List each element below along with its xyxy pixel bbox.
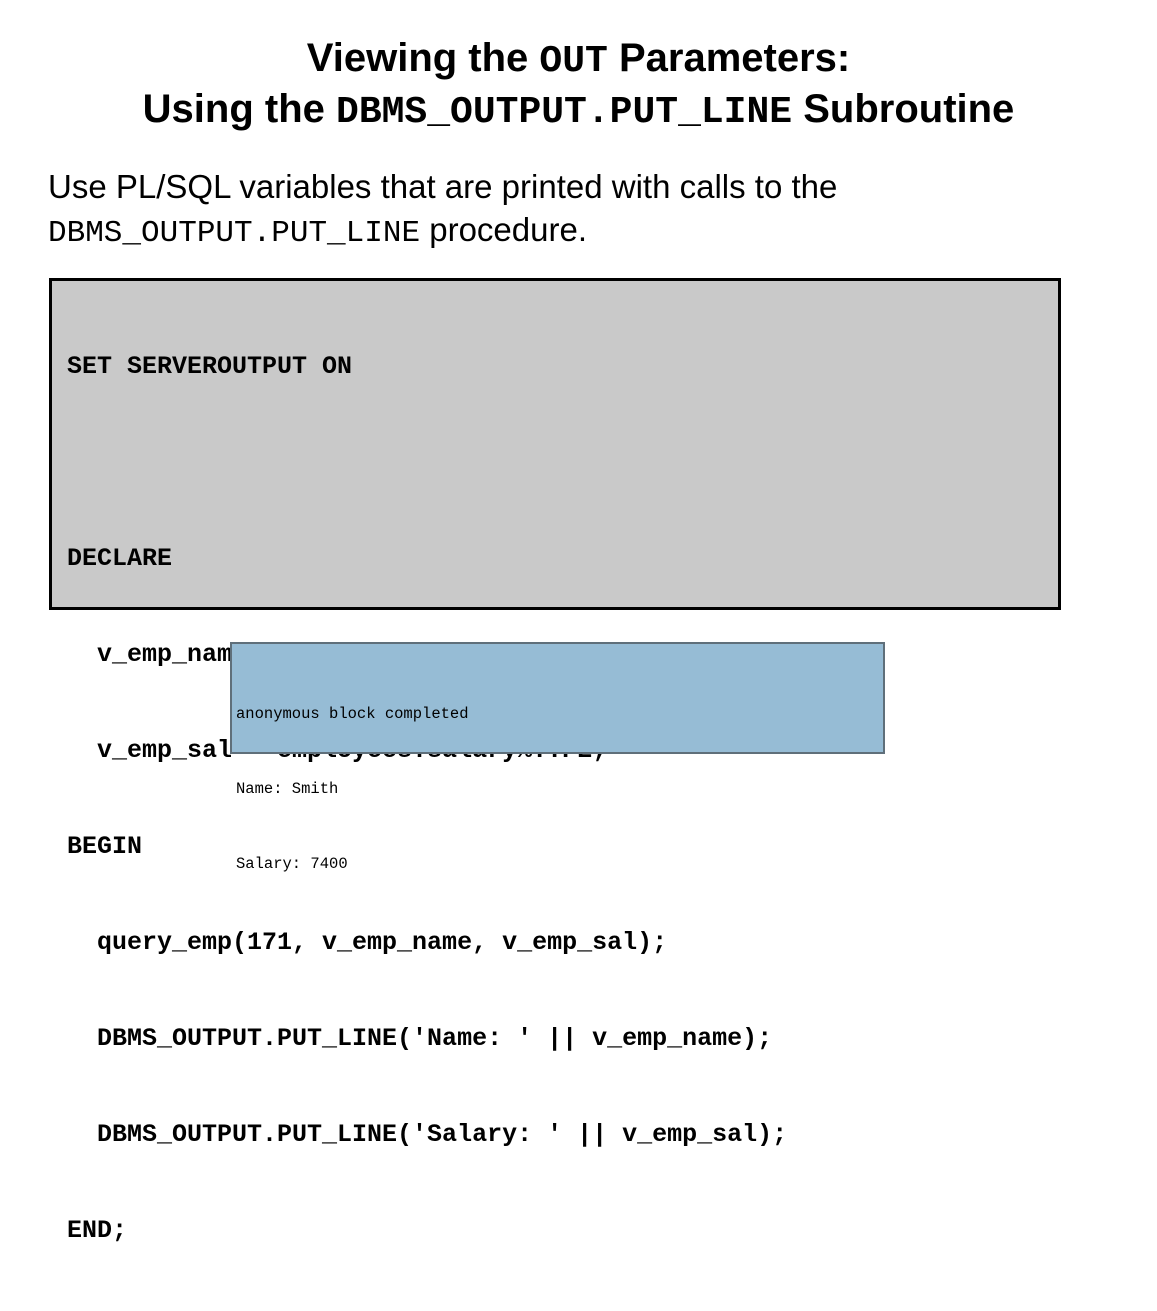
intro-text-line-2: DBMS_OUTPUT.PUT_LINE procedure. — [48, 209, 587, 255]
code-line: DBMS_OUTPUT.PUT_LINE('Name: ' || v_emp_n… — [67, 1024, 773, 1053]
intro-text-line-1: Use PL/SQL variables that are printed wi… — [48, 168, 838, 205]
intro-text: procedure. — [420, 211, 587, 248]
title-code-out: OUT — [539, 40, 608, 83]
code-block: SET SERVEROUTPUT ON DECLARE v_emp_name e… — [49, 278, 1061, 1245]
code-line: DECLARE — [67, 544, 173, 573]
code-line: END; — [67, 1216, 128, 1245]
code-line — [67, 447, 787, 479]
title-code-put-line: DBMS_OUTPUT.PUT_LINE — [336, 91, 793, 134]
slide-title-line-2: Using the DBMS_OUTPUT.PUT_LINE Subroutin… — [0, 84, 1157, 138]
code-line: DBMS_OUTPUT.PUT_LINE('Salary: ' || v_emp… — [67, 1120, 788, 1149]
code-line: query_emp(171, v_emp_name, v_emp_sal); — [67, 928, 668, 957]
title-text: Parameters: — [607, 36, 851, 80]
output-panel: anonymous block completed Name: Smith Sa… — [230, 642, 885, 873]
code-line: SET SERVEROUTPUT ON — [67, 352, 353, 381]
title-text: Using the — [142, 87, 337, 131]
intro-code-put-line: DBMS_OUTPUT.PUT_LINE — [48, 216, 421, 251]
output-line: Salary: 7400 — [236, 855, 348, 873]
title-text: Subroutine — [792, 87, 1015, 131]
output-line: anonymous block completed — [236, 705, 469, 723]
slide-title-line-1: Viewing the OUT Parameters: — [0, 33, 1157, 87]
title-text: Viewing the — [306, 36, 540, 80]
